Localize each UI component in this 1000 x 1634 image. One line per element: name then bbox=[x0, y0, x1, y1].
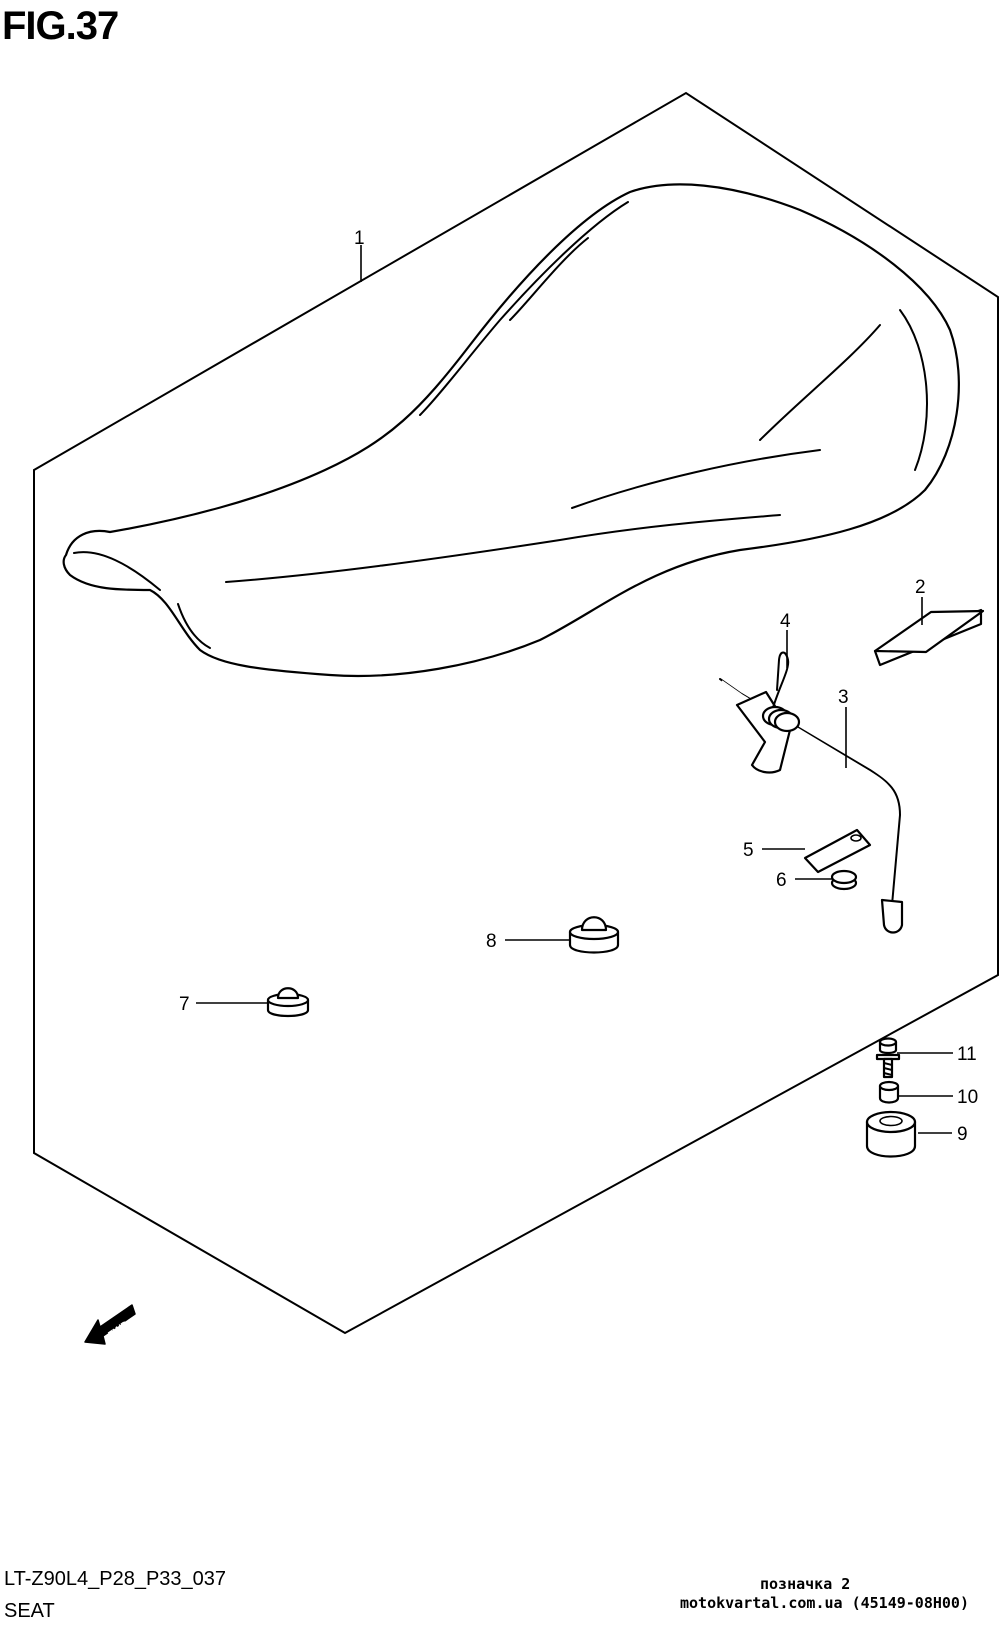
section-name: SEAT bbox=[4, 1600, 55, 1622]
nut-part-6[interactable] bbox=[830, 869, 858, 891]
plate-part-5[interactable] bbox=[803, 828, 872, 874]
callout-4: 4 bbox=[780, 611, 791, 632]
footer-note: позначка 2 bbox=[760, 1575, 851, 1593]
callout-8: 8 bbox=[486, 931, 497, 952]
source-watermark: motokvartal.com.ua (45149-08H00) bbox=[680, 1594, 969, 1612]
cushion-part-9[interactable] bbox=[865, 1110, 917, 1158]
callout-11: 11 bbox=[957, 1044, 977, 1065]
cushion-part-7[interactable] bbox=[266, 987, 310, 1018]
assembly-boundary bbox=[33, 91, 999, 1335]
callout-2: 2 bbox=[915, 577, 926, 598]
callout-7: 7 bbox=[179, 994, 190, 1015]
figure-title: FIG.37 bbox=[2, 4, 119, 48]
spring-part-4[interactable] bbox=[761, 651, 801, 733]
leader-lines bbox=[196, 245, 953, 1134]
bolt-part-11[interactable] bbox=[875, 1037, 901, 1079]
callout-6: 6 bbox=[776, 870, 787, 891]
callout-1: 1 bbox=[354, 228, 365, 249]
spacer-part-10[interactable] bbox=[878, 1080, 900, 1104]
seat-lock-rod-part-3[interactable] bbox=[719, 678, 904, 934]
callout-5: 5 bbox=[743, 840, 754, 861]
model-code: LT-Z90L4_P28_P33_037 bbox=[4, 1568, 227, 1590]
cushion-part-8[interactable] bbox=[568, 916, 620, 954]
callout-3: 3 bbox=[838, 687, 849, 708]
callout-9: 9 bbox=[957, 1124, 968, 1145]
pad-part-2[interactable] bbox=[873, 608, 985, 667]
seat-part-1[interactable] bbox=[62, 183, 960, 678]
fwd-arrow-icon: FWD bbox=[84, 1304, 136, 1345]
callout-labels: 1 2 3 4 5 6 7 8 9 10 11 bbox=[179, 228, 978, 1145]
callout-10: 10 bbox=[957, 1087, 978, 1108]
